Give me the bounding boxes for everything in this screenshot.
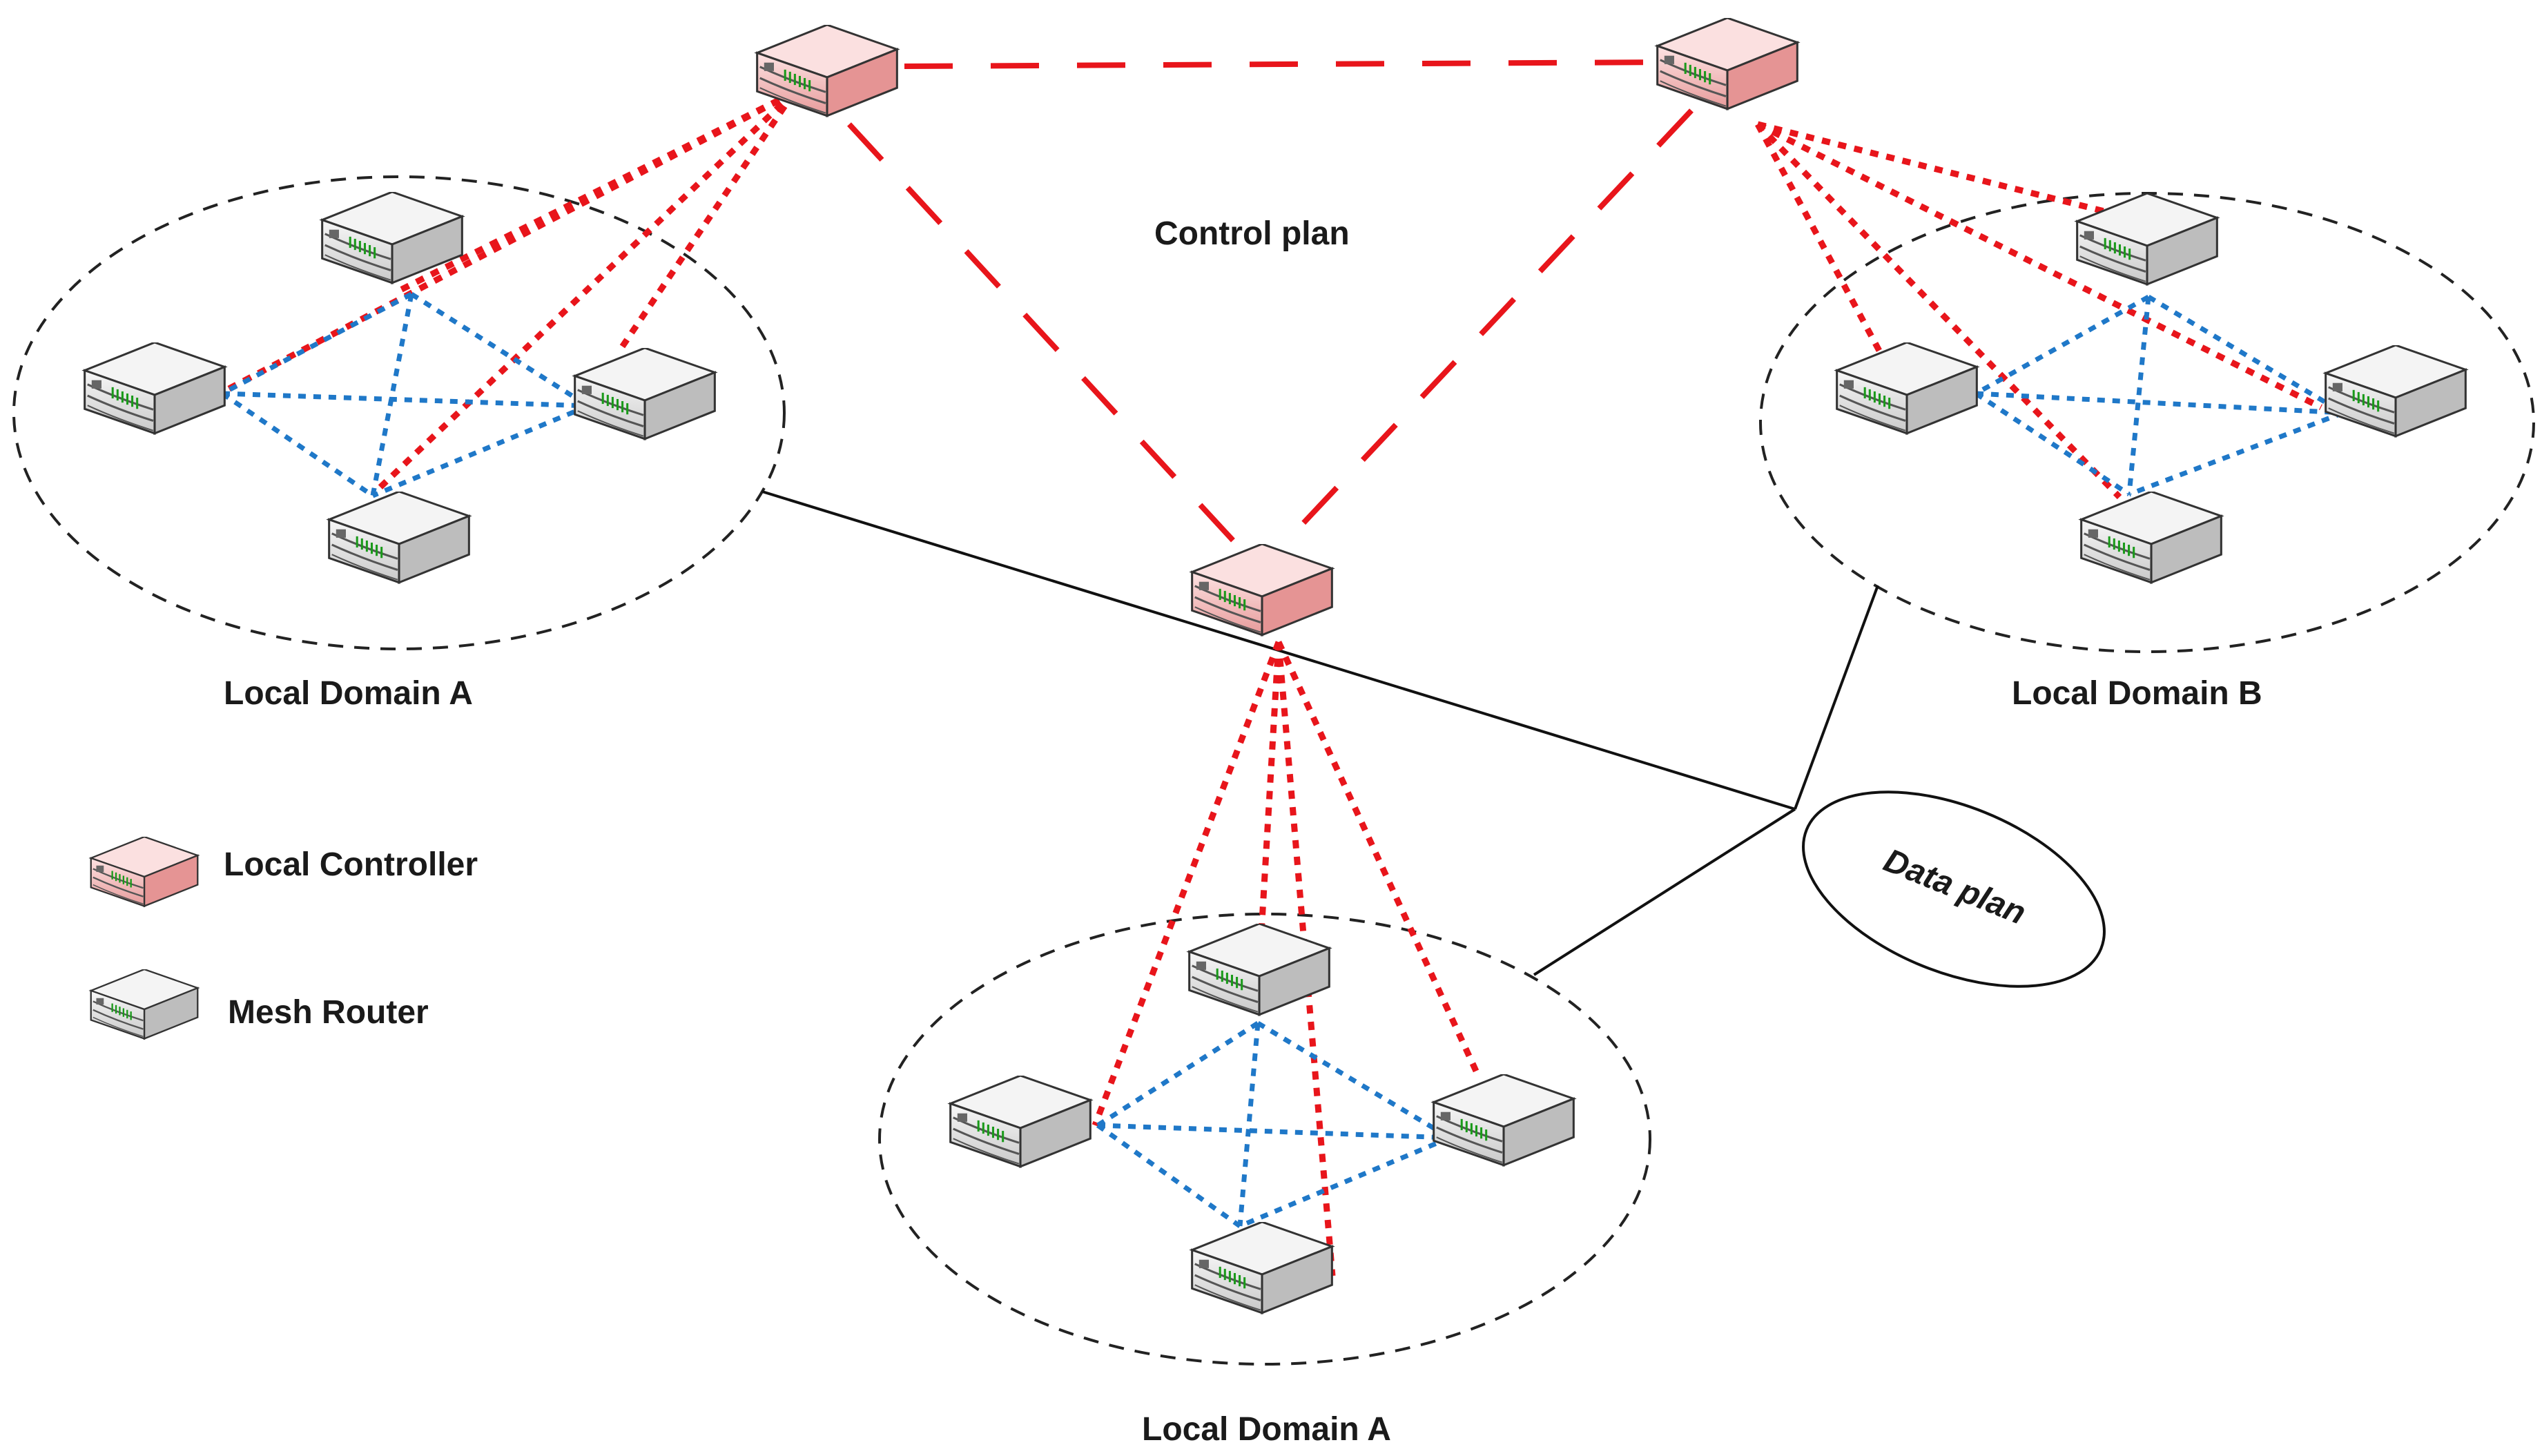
mesh-router-icon (1188, 924, 1330, 1016)
control-plan-label: Control plan (1154, 215, 1350, 252)
legend-router-icon (90, 969, 199, 1040)
legend-controller-label: Local Controller (224, 846, 478, 883)
mesh-router-icon (2080, 492, 2222, 584)
domain-ellipse-bottom (878, 913, 1651, 1366)
controller-router-links (220, 89, 2323, 1277)
mesh-router-icon (1836, 342, 1978, 435)
mesh-router-icon (2325, 345, 2467, 438)
domain-label-right: Local Domain B (2012, 675, 2262, 712)
mesh-router-icon (1433, 1074, 1575, 1167)
mesh-links (221, 291, 2345, 1229)
legend-controller-icon (90, 837, 199, 907)
domain-ellipse-top-left (12, 175, 786, 650)
data-plan-ellipse (1802, 790, 2106, 988)
mesh-router-icon (328, 492, 470, 584)
control-plan-links (847, 59, 1694, 553)
mesh-router-icon (1191, 1222, 1333, 1314)
domain-label-top-left: Local Domain A (224, 675, 473, 712)
local-controller-icon (1656, 18, 1798, 110)
domain-label-bottom: Local Domain A (1142, 1411, 1391, 1448)
mesh-router-icon (321, 192, 463, 284)
mesh-router-icon (949, 1076, 1091, 1168)
mesh-router-icon (84, 342, 226, 435)
local-controller-icon (1191, 544, 1333, 637)
mesh-router-icon (574, 348, 716, 440)
legend-router-label: Mesh Router (228, 994, 429, 1031)
